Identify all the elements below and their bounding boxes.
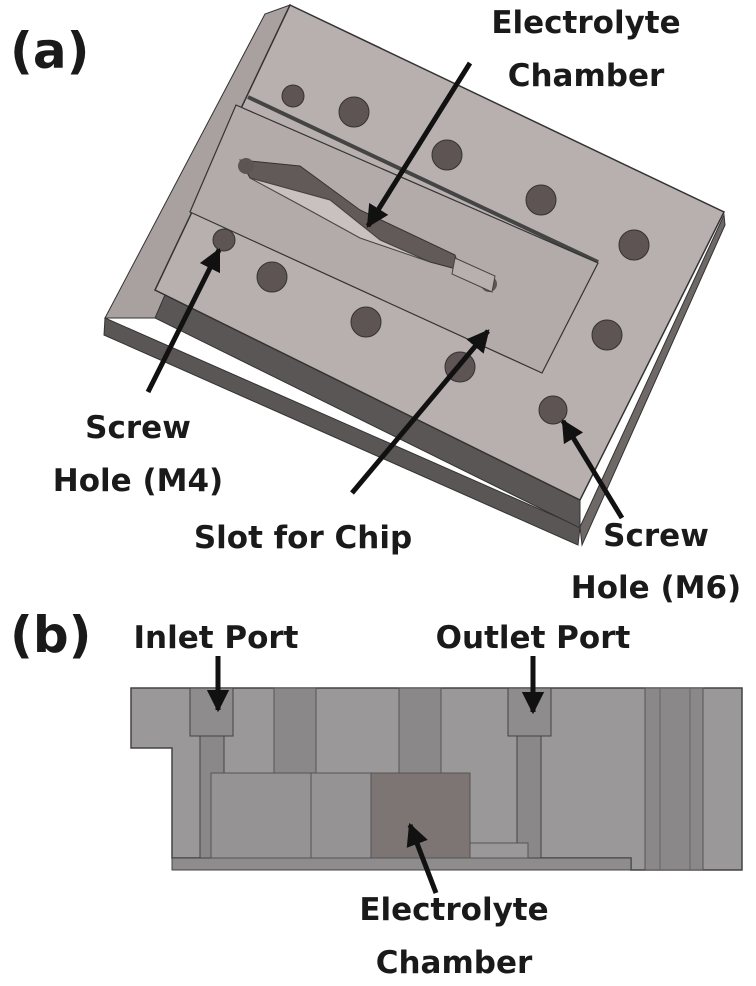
label-slot-for-chip: Slot for Chip <box>194 520 412 556</box>
section-bore <box>644 687 704 871</box>
electrolyte-chamber-section <box>370 772 471 859</box>
label-screw-hole-m4-line2: Hole (M4) <box>53 463 223 499</box>
label-electrolyte-chamber-bottom-line2: Chamber <box>376 945 533 981</box>
chip-section <box>469 842 529 859</box>
arrow-screw-hole-m4 <box>145 247 222 394</box>
screw-hole-m4 <box>212 228 236 252</box>
section-block <box>210 772 312 859</box>
block-side-face <box>103 317 581 546</box>
arrow-screw-hole-m6 <box>560 419 625 520</box>
screw-hole <box>591 319 623 351</box>
arrow-electrolyte-chamber-section <box>406 822 439 894</box>
arrow-slot-for-chip <box>350 329 490 495</box>
label-screw-hole-m4-line1: Screw <box>85 410 191 446</box>
label-screw-hole-m6-line1: Screw <box>603 518 709 554</box>
arrow-electrolyte-chamber <box>365 61 473 228</box>
screw-hole <box>525 184 557 216</box>
block-right-face <box>579 213 726 547</box>
screw-hole <box>350 306 382 338</box>
label-electrolyte-chamber-line1: Electrolyte <box>491 5 680 41</box>
screw-hole <box>256 261 288 293</box>
screw-hole <box>338 96 370 128</box>
screw-holes <box>212 84 650 425</box>
label-outlet-port: Outlet Port <box>436 620 631 656</box>
section-bore <box>398 687 442 774</box>
base-strip <box>171 857 632 871</box>
panel-label-a: (a) <box>10 22 89 80</box>
cross-section <box>130 687 743 871</box>
screw-hole-m6 <box>538 395 568 425</box>
screw-hole <box>431 139 463 171</box>
section-bore <box>273 687 317 774</box>
panel-label-b: (b) <box>10 606 92 664</box>
label-electrolyte-chamber-line2: Chamber <box>508 58 665 94</box>
electrolyte-channel <box>238 158 497 293</box>
block-3d <box>103 3 726 547</box>
label-inlet-port: Inlet Port <box>134 620 299 656</box>
screw-hole <box>618 229 650 261</box>
label-electrolyte-chamber-bottom-line1: Electrolyte <box>359 892 548 928</box>
label-screw-hole-m6-line2: Hole (M6) <box>571 570 741 606</box>
section-block <box>310 772 372 859</box>
groove-line <box>247 95 599 264</box>
block-back-plate <box>104 4 291 319</box>
screw-hole <box>281 84 305 108</box>
